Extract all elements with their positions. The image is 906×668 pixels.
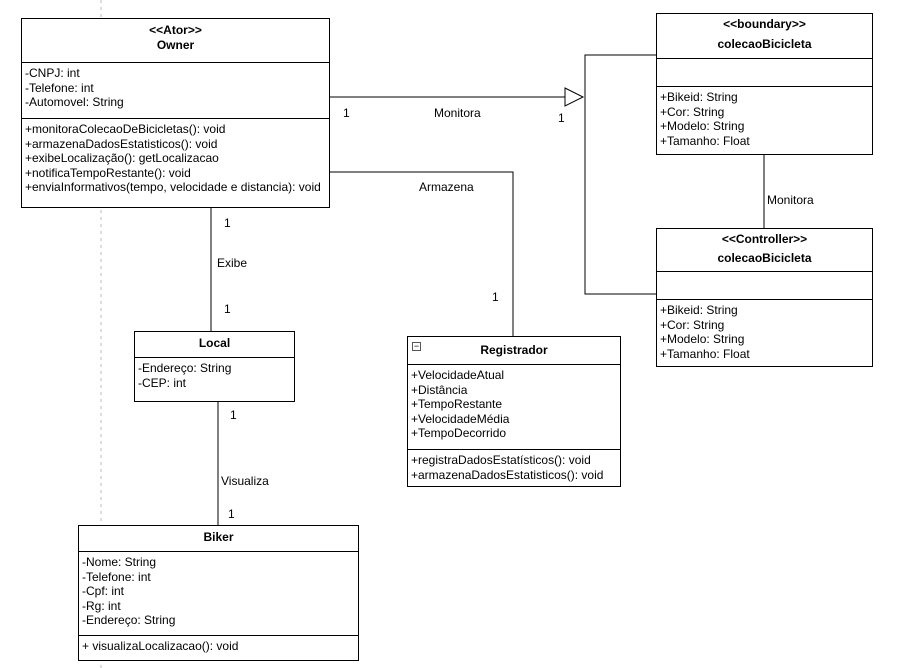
exibe-source-multiplicity: 1	[224, 216, 231, 230]
controller-methods: +Bikeid: String +Cor: String +Modelo: St…	[657, 299, 872, 366]
boundary-method: +Tamanho: Float	[660, 133, 750, 148]
owner-stereotype: <<Ator>>	[149, 23, 202, 37]
registrador-methods: +registraDadosEstatísticos(): void +arma…	[408, 449, 620, 486]
controller-header: <<Controller>> colecaoBicicleta	[657, 229, 872, 271]
exibe-label: Exibe	[217, 256, 248, 270]
owner-method: +monitoraColecaoDeBicicletas(): void	[25, 122, 226, 136]
registrador-header: − Registrador	[408, 337, 620, 364]
owner-attribute: -CNPJ: int	[25, 66, 80, 80]
local-name: Local	[198, 336, 231, 350]
registrador-class[interactable]: − Registrador +VelocidadeAtual +Distânci…	[407, 336, 621, 487]
registrador-attribute: +TempoDecorrido	[411, 426, 507, 440]
local-class[interactable]: Local -Endereço: String -CEP: int	[134, 331, 295, 402]
generalization-arrowhead	[564, 87, 585, 107]
biker-attribute: -Nome: String	[82, 555, 157, 569]
boundary-methods: +Bikeid: String +Cor: String +Modelo: St…	[657, 86, 872, 154]
controller-method: +Bikeid: String	[660, 303, 738, 317]
owner-methods: +monitoraColecaoDeBicicletas(): void +ar…	[22, 118, 329, 207]
owner-method: +armazenaDadosEstatisticos(): void	[25, 136, 218, 151]
registrador-method: +registraDadosEstatísticos(): void	[411, 453, 591, 467]
collapse-icon[interactable]: −	[412, 341, 421, 351]
owner-header: <<Ator>> Owner	[22, 19, 329, 62]
armazena-line	[330, 171, 514, 336]
boundary-class[interactable]: <<boundary>> colecaoBicicleta +Bikeid: S…	[656, 13, 873, 155]
visualiza-target-multiplicity: 1	[228, 507, 235, 521]
armazena-target-multiplicity: 1	[492, 290, 499, 304]
biker-attributes: -Nome: String -Telefone: int -Cpf: int -…	[79, 551, 358, 635]
registrador-attribute: +TempoRestante	[411, 397, 503, 411]
controller-method: +Modelo: String	[660, 332, 745, 346]
monitora-top-source-multiplicity: 1	[343, 106, 350, 120]
monitora-top-label: Monitora	[434, 106, 481, 120]
biker-name: Biker	[203, 530, 234, 544]
biker-attribute: -Telefone: int	[82, 569, 151, 584]
local-attribute: -CEP: int	[138, 375, 187, 390]
registrador-attribute: +Distância	[411, 382, 468, 397]
owner-method: +exibeLocalização(): getLocalizacao	[25, 151, 219, 165]
boundary-method: +Bikeid: String	[660, 90, 738, 104]
boundary-name: colecaoBicicleta	[717, 37, 812, 51]
owner-name: Owner	[156, 38, 195, 52]
monitora-top-target-multiplicity: 1	[558, 111, 565, 125]
controller-stereotype: <<Controller>>	[721, 232, 808, 246]
biker-attribute: -Rg: int	[82, 598, 121, 613]
local-attribute: -Endereço: String	[138, 361, 232, 375]
biker-methods: + visualizaLocalizacao(): void	[79, 635, 358, 660]
registrador-name: Registrador	[480, 343, 548, 357]
visualiza-source-multiplicity: 1	[230, 408, 237, 422]
owner-method: +enviaInformativos(tempo, velocidade e d…	[25, 180, 321, 194]
biker-method: + visualizaLocalizacao(): void	[82, 639, 239, 653]
registrador-method: +armazenaDadosEstatisticos(): void	[411, 467, 604, 482]
boundary-attributes	[657, 58, 872, 86]
controller-method: +Tamanho: Float	[660, 346, 750, 361]
owner-attributes: -CNPJ: int -Telefone: int -Automovel: St…	[22, 62, 329, 118]
exibe-target-multiplicity: 1	[224, 302, 231, 316]
registrador-attribute: +VelocidadeAtual	[411, 368, 505, 382]
boundary-stereotype: <<boundary>>	[723, 17, 806, 31]
local-attributes: -Endereço: String -CEP: int	[135, 357, 294, 401]
boundary-controller-bracket	[584, 54, 656, 295]
controller-method: +Cor: String	[660, 317, 725, 332]
boundary-method: +Modelo: String	[660, 119, 745, 133]
biker-class[interactable]: Biker -Nome: String -Telefone: int -Cpf:…	[78, 525, 359, 661]
owner-attribute: -Telefone: int	[25, 80, 94, 95]
visualiza-label: Visualiza	[221, 474, 269, 488]
controller-name: colecaoBicicleta	[717, 251, 812, 265]
armazena-label: Armazena	[419, 180, 474, 194]
controller-attributes	[657, 271, 872, 299]
boundary-header: <<boundary>> colecaoBicicleta	[657, 14, 872, 58]
biker-attribute: -Endereço: String	[82, 613, 176, 627]
registrador-attributes: +VelocidadeAtual +Distância +TempoRestan…	[408, 364, 620, 449]
registrador-attribute: +VelocidadeMédia	[411, 411, 510, 426]
biker-attribute: -Cpf: int	[82, 584, 125, 598]
owner-class[interactable]: <<Ator>> Owner -CNPJ: int -Telefone: int…	[21, 18, 330, 208]
owner-attribute: -Automovel: String	[25, 95, 124, 109]
controller-class[interactable]: <<Controller>> colecaoBicicleta +Bikeid:…	[656, 228, 873, 367]
owner-method: +notificaTempoRestante(): void	[25, 165, 191, 180]
boundary-method: +Cor: String	[660, 104, 725, 119]
monitora-right-label: Monitora	[767, 193, 814, 207]
